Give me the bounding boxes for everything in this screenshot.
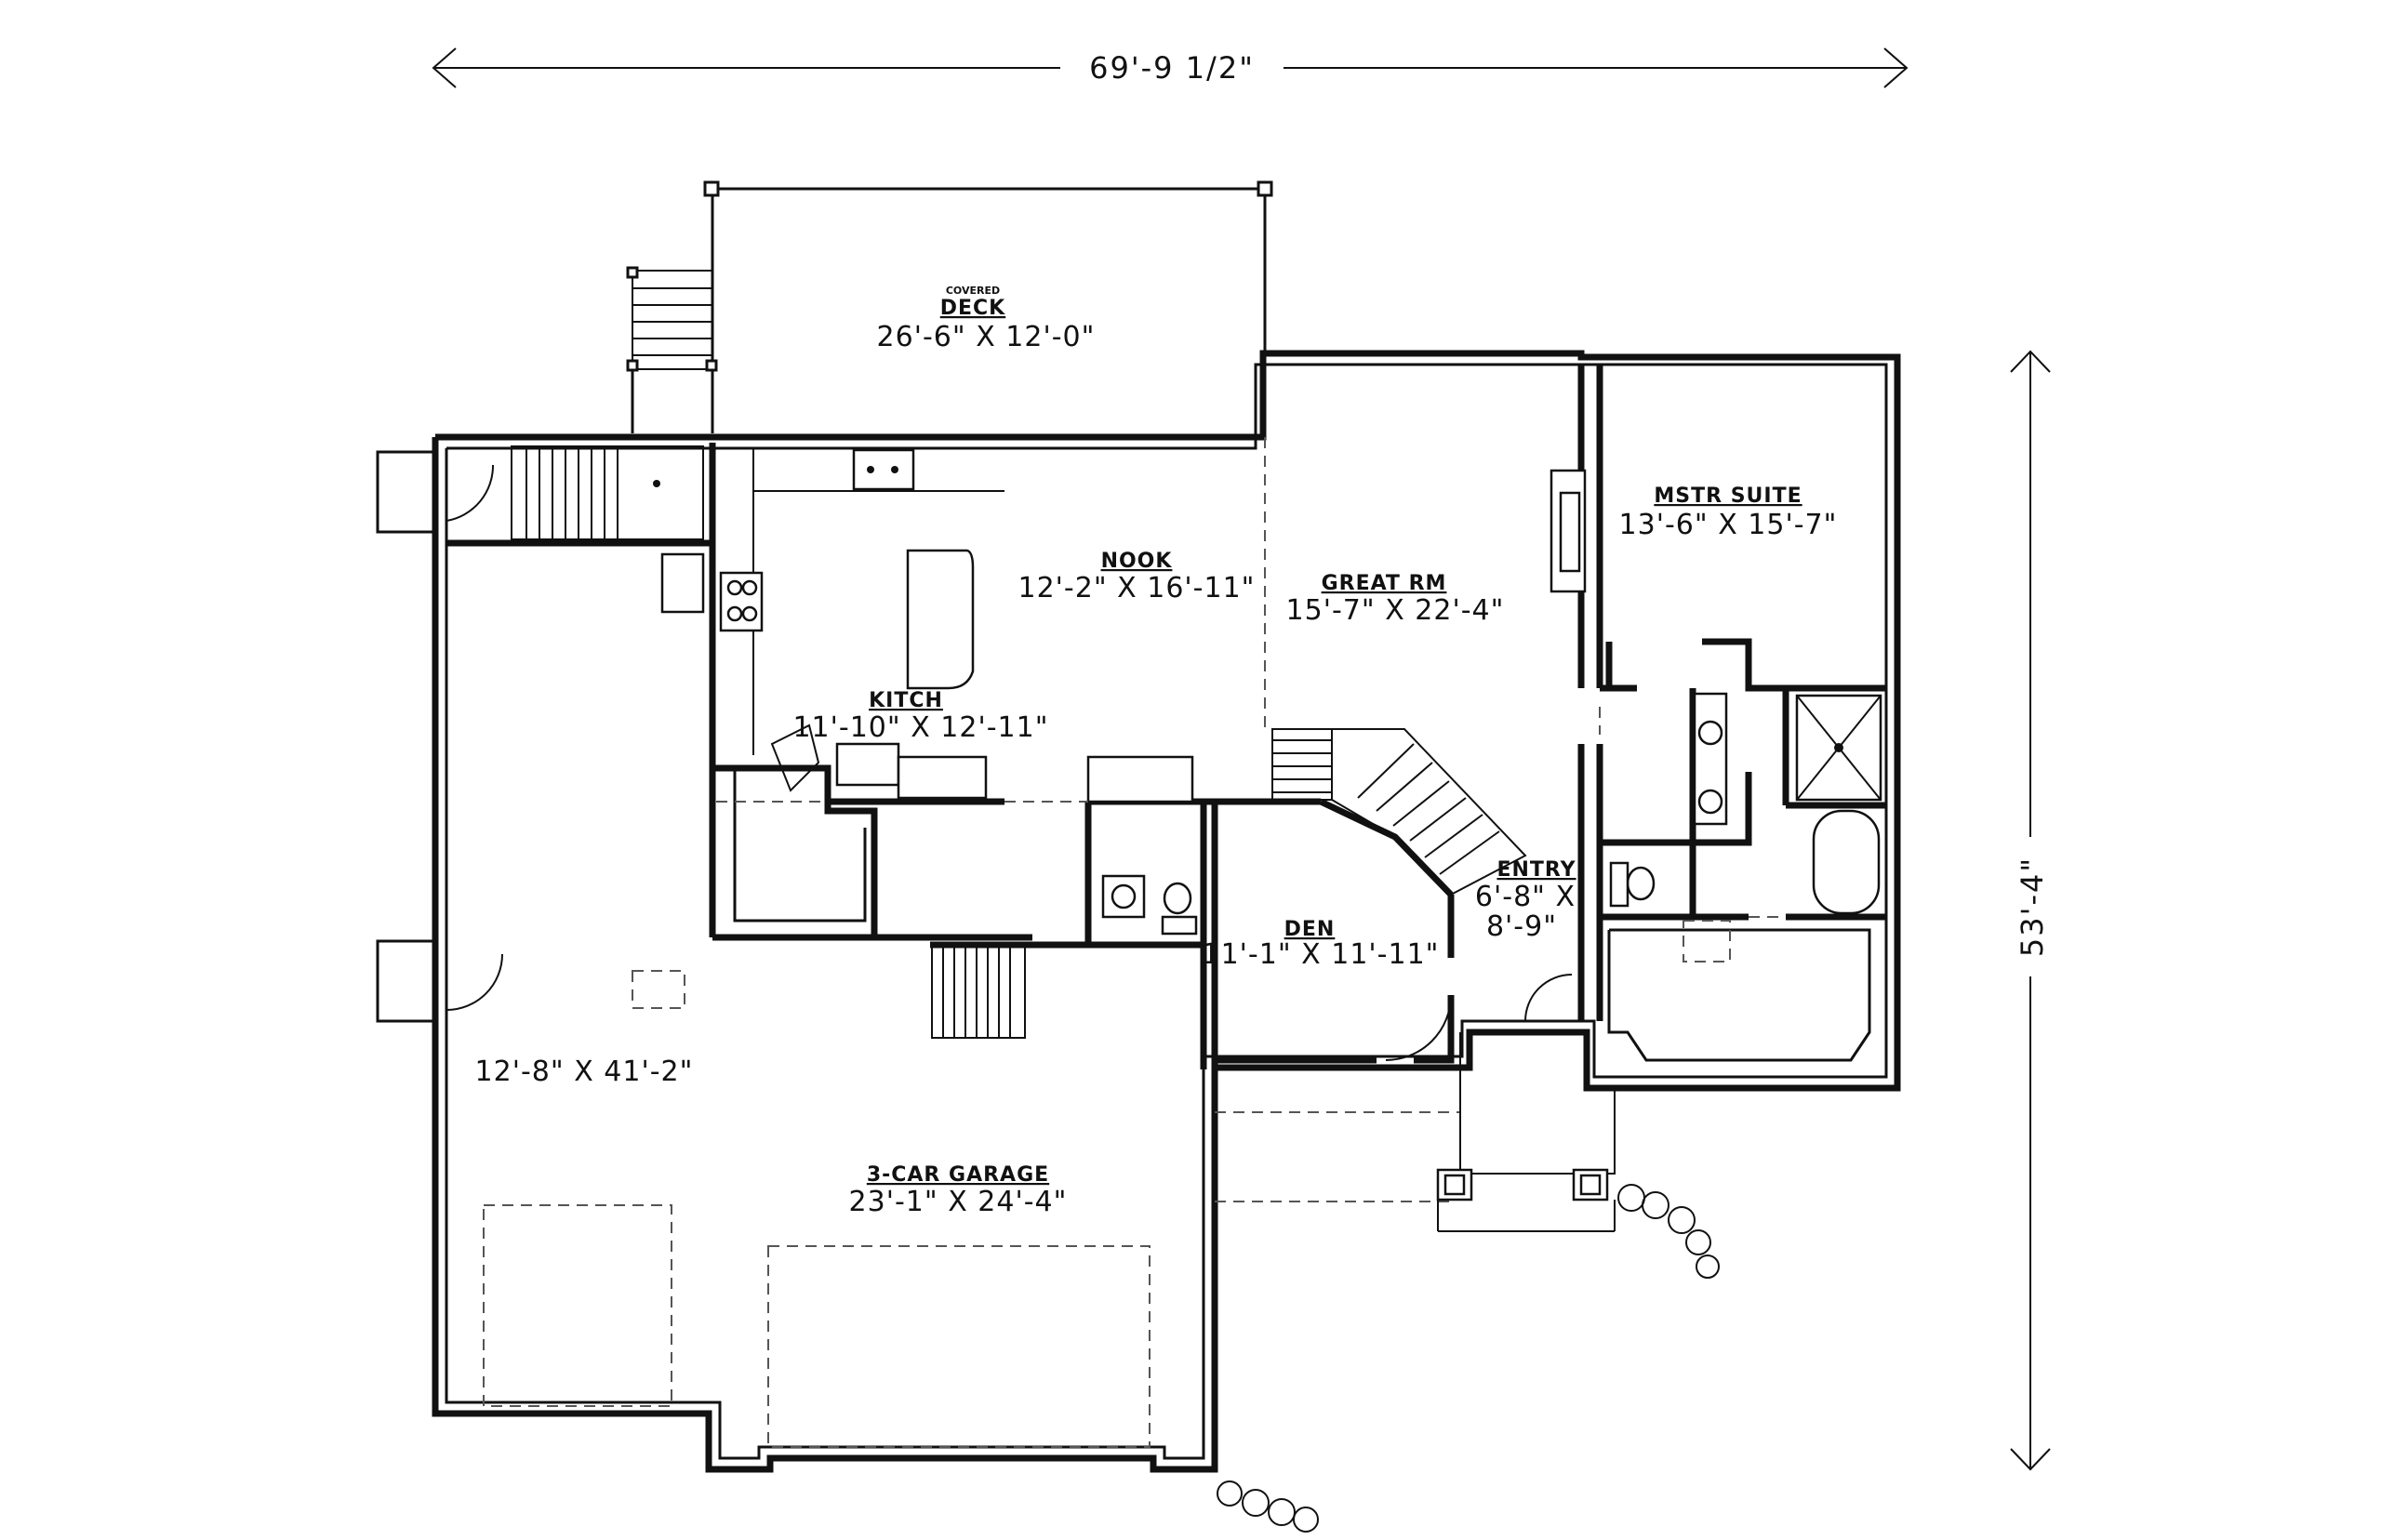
- bath-fixtures: [1101, 692, 1882, 936]
- den-size: 11'-1" X 11'-11": [1203, 938, 1440, 971]
- dashed-lines: [483, 437, 1786, 1448]
- main-stair: [931, 728, 1527, 1039]
- nook-name: NOOK: [1101, 550, 1173, 573]
- deck-size: 26'-6" X 12'-0": [877, 321, 1096, 353]
- master-suite-name: MSTR SUITE: [1654, 485, 1802, 508]
- kitchen-size: 11'-10" X 12'-11": [792, 711, 1048, 744]
- entry-size-line1: 6'-8" X: [1475, 881, 1576, 913]
- great-room-size: 15'-7" X 22'-4": [1286, 594, 1505, 627]
- den-name: DEN: [1284, 918, 1336, 941]
- covered-deck: [626, 180, 1273, 433]
- garage-size: 23'-1" X 24'-4": [849, 1186, 1068, 1218]
- deck-note: COVERED: [946, 285, 1000, 297]
- entry-name: ENTRY: [1496, 858, 1576, 882]
- width-dimension-label: 69'-9 1/2": [1089, 50, 1255, 86]
- side-stoops: [376, 450, 503, 1023]
- front-porch: [1385, 974, 1616, 1232]
- interior-walls: [446, 365, 1886, 1069]
- width-dimension: 69'-9 1/2": [432, 47, 1909, 88]
- depth-dimension: 53'-4": [2009, 350, 2054, 1471]
- kitchen-name: KITCH: [869, 689, 943, 712]
- kitchen-fixtures: [660, 448, 1194, 803]
- master-suite-size: 13'-6" X 15'-7": [1619, 509, 1838, 541]
- room-labels: COVERED DECK 26'-6" X 12'-0" NOOK 12'-2"…: [475, 285, 1838, 1218]
- garage-name: 3-CAR GARAGE: [867, 1163, 1049, 1187]
- deck-name: DECK: [940, 297, 1005, 320]
- garage-bay-size: 12'-8" X 41'-2": [475, 1055, 694, 1088]
- depth-dimension-label: 53'-4": [2015, 856, 2050, 957]
- landscape-rocks: [1217, 1184, 1720, 1533]
- great-room-name: GREAT RM: [1322, 572, 1447, 595]
- nook-size: 12'-2" X 16'-11": [1018, 572, 1256, 604]
- entry-size-line2: 8'-9": [1486, 910, 1557, 943]
